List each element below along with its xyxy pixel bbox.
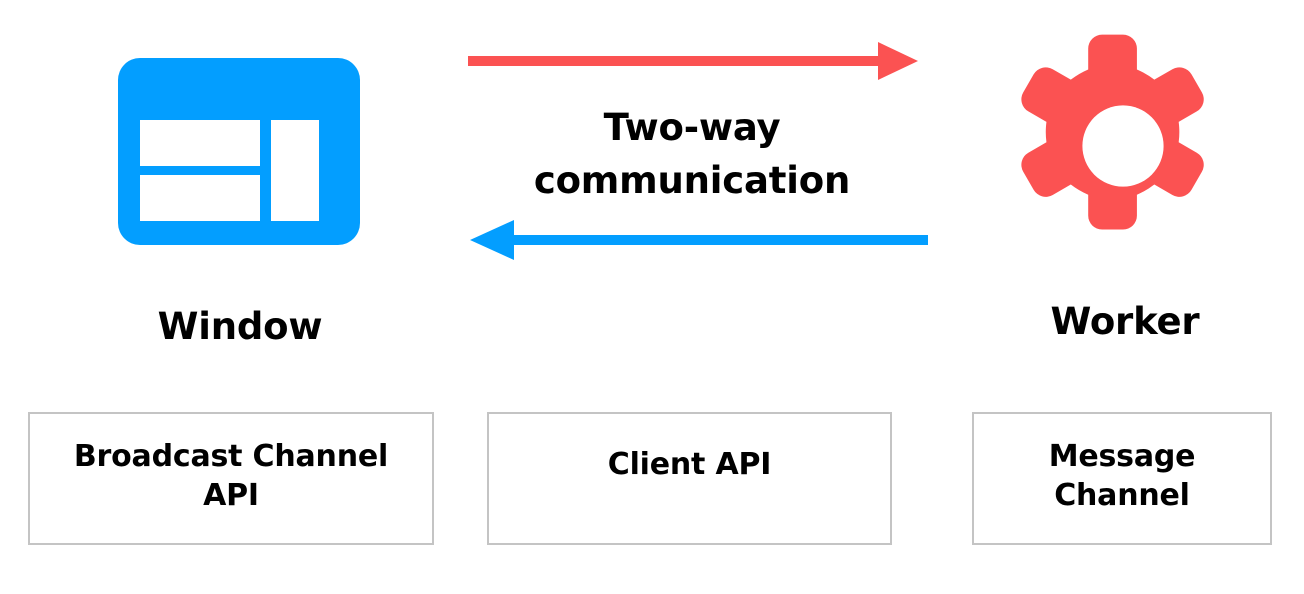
node-label-window: Window	[157, 305, 323, 348]
window-pane-bottom-left	[140, 175, 260, 221]
window-pane-top-left	[140, 120, 260, 166]
caption-line-2: communication	[533, 158, 851, 202]
api-box-label: Client API	[607, 447, 772, 483]
arrow-right-icon	[468, 40, 918, 82]
api-box-broadcast-channel-api: Broadcast Channel API	[28, 412, 434, 545]
api-box-message-channel: Message Channel	[972, 412, 1272, 545]
gear-icon	[1007, 30, 1239, 262]
caption-line-1: Two-way	[603, 106, 781, 149]
window-icon	[118, 58, 360, 245]
node-label-worker: Worker	[1050, 300, 1200, 343]
api-box-label: Broadcast Channel API	[73, 439, 389, 513]
arrow-left-icon	[466, 218, 928, 262]
connector-caption: Two-way communication	[452, 102, 932, 207]
window-pane-right	[271, 120, 319, 221]
api-box-label: Message Channel	[1048, 439, 1196, 513]
api-box-client-api: Client API	[487, 412, 892, 545]
